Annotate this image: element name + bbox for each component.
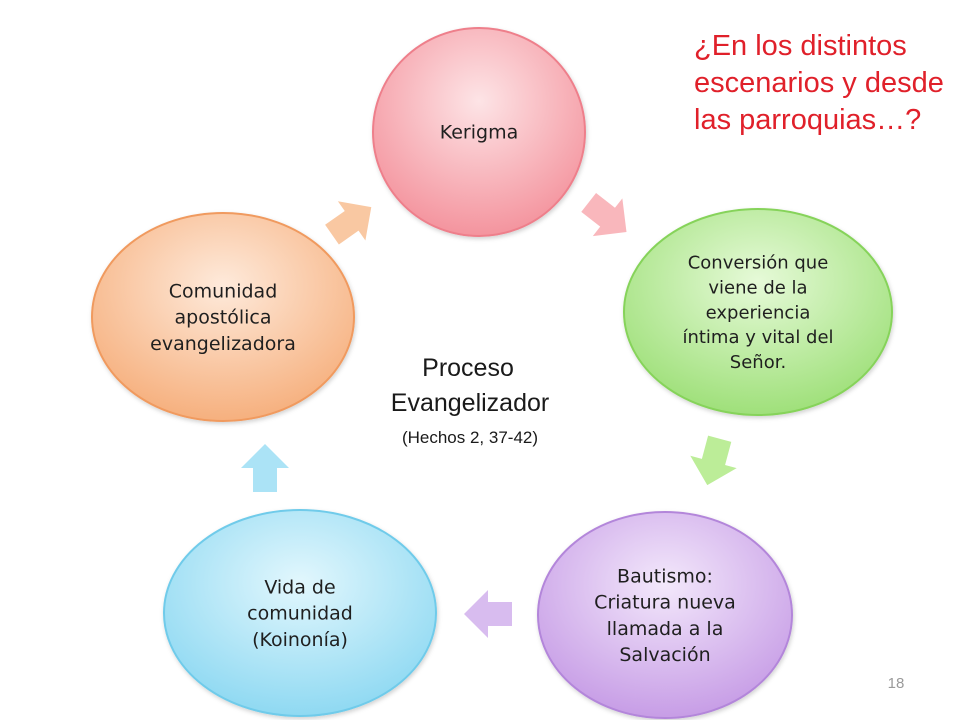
node-bautismo: Bautismo: Criatura nueva llamada a la Salva…	[537, 511, 793, 719]
node-bautismo-line: llamada a la	[607, 618, 724, 640]
center-title-line1: Proceso	[422, 354, 514, 382]
node-vida-comunidad-label: Vida de comunidad (Koinonía)	[247, 576, 353, 650]
node-bautismo-label: Bautismo: Criatura nueva llamada a la Salva…	[594, 565, 736, 666]
node-comunidad-apostolica-label: Comunidad apostólica evangelizadora	[150, 280, 296, 354]
node-conversion-line: viene de la	[708, 277, 807, 298]
node-kerigma-label: Kerigma	[440, 122, 519, 144]
node-conversion-line: experiencia	[706, 302, 811, 323]
node-comunidad-apostolica-line: Comunidad	[169, 280, 278, 302]
node-kerigma-line: Kerigma	[440, 122, 519, 144]
node-vida-comunidad-line: Vida de	[264, 576, 335, 598]
node-conversion-line: Señor.	[730, 352, 786, 373]
node-vida-comunidad: Vida de comunidad (Koinonía)	[163, 509, 437, 717]
node-conversion-line: íntima y vital del	[682, 327, 833, 348]
arrow-shape	[325, 201, 372, 245]
node-conversion: Conversión que viene de la experiencia ínti…	[623, 208, 893, 416]
center-title: Proceso Evangelizador (Hechos 2, 37-42)	[391, 354, 549, 447]
node-conversion-circle	[623, 208, 893, 416]
center-reference: (Hechos 2, 37-42)	[402, 428, 538, 447]
node-vida-comunidad-line: (Koinonía)	[252, 629, 348, 651]
node-conversion-line: Conversión que	[688, 253, 829, 274]
arrow-comunidad-to-kerigma	[325, 201, 372, 245]
node-comunidad-apostolica: Comunidad apostólica evangelizadora	[91, 212, 355, 422]
node-bautismo-line: Salvación	[619, 644, 710, 666]
node-bautismo-line: Criatura nueva	[594, 592, 736, 614]
arrow-shape	[464, 590, 512, 638]
center-title-line2: Evangelizador	[391, 389, 549, 417]
arrow-shape	[690, 435, 737, 486]
node-vida-comunidad-circle	[163, 509, 437, 717]
arrow-bautismo-to-vida	[464, 590, 512, 638]
question-text: ¿En los distintos escenarios y desde las…	[694, 30, 944, 136]
node-bautismo-circle	[537, 511, 793, 719]
node-vida-comunidad-line: comunidad	[247, 603, 353, 625]
arrow-vida-to-comunidad	[241, 444, 289, 492]
node-comunidad-apostolica-line: evangelizadora	[150, 333, 296, 355]
node-kerigma-circle	[372, 27, 586, 237]
arrow-shape	[581, 192, 627, 237]
node-kerigma: Kerigma	[372, 27, 586, 237]
node-conversion-label: Conversión que viene de la experiencia ínti…	[682, 253, 833, 373]
arrow-conversion-to-bautismo	[690, 435, 737, 486]
cycle-arrows	[241, 192, 737, 638]
slide-number: 18	[887, 675, 905, 692]
node-comunidad-apostolica-line: apostólica	[175, 307, 272, 329]
node-bautismo-line: Bautismo:	[617, 565, 713, 587]
node-comunidad-apostolica-circle	[91, 212, 355, 422]
arrow-kerigma-to-conversion	[581, 192, 627, 237]
arrow-shape	[241, 444, 289, 492]
